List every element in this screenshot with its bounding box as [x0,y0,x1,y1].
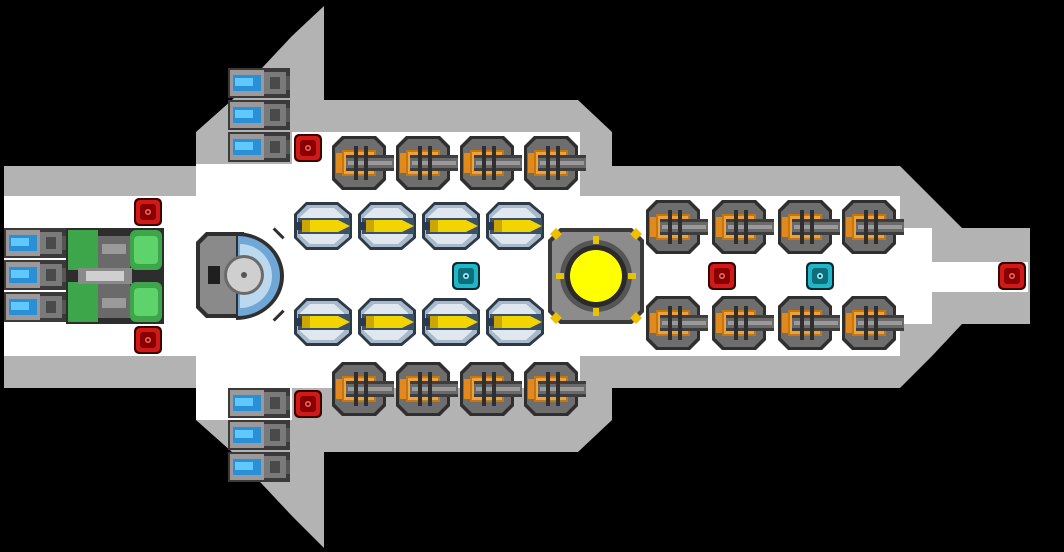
red-sensor-icon[interactable] [998,262,1026,290]
ship-floor [4,132,1028,420]
cyan-beacon-icon[interactable] [806,262,834,290]
red-sensor-icon[interactable] [294,134,322,162]
thruster-icon[interactable] [228,100,290,130]
red-sensor-icon[interactable] [708,262,736,290]
missile-launcher-icon[interactable] [486,202,544,250]
missile-launcher-icon[interactable] [486,298,544,346]
missile-launcher-icon[interactable] [422,202,480,250]
red-sensor-icon[interactable] [134,198,162,226]
green-generator-icon[interactable] [66,228,164,324]
thruster-icon[interactable] [4,292,66,322]
thruster-icon[interactable] [228,132,290,162]
red-sensor-icon[interactable] [294,390,322,418]
thruster-icon[interactable] [228,68,290,98]
thruster-icon[interactable] [228,420,290,450]
thruster-icon[interactable] [228,388,290,418]
missile-launcher-icon[interactable] [422,298,480,346]
reactor-core-icon[interactable] [548,228,644,324]
red-sensor-icon[interactable] [134,326,162,354]
thruster-icon[interactable] [4,260,66,290]
thruster-icon[interactable] [4,228,66,258]
cockpit-icon[interactable] [196,227,285,322]
thruster-icon[interactable] [228,452,290,482]
missile-launcher-icon[interactable] [294,298,352,346]
cyan-beacon-icon[interactable] [452,262,480,290]
missile-launcher-icon[interactable] [358,298,416,346]
missile-launcher-icon[interactable] [294,202,352,250]
missile-launcher-icon[interactable] [358,202,416,250]
